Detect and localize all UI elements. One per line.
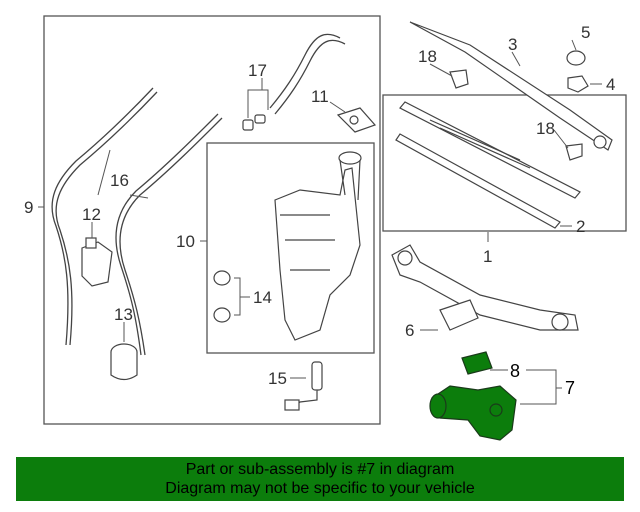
wiper-motor-7 <box>429 351 517 441</box>
callout-6: 6 <box>405 321 414 340</box>
callout-5: 5 <box>581 23 590 42</box>
callout-15: 15 <box>268 369 287 388</box>
callout-1: 1 <box>483 247 492 266</box>
callout-17: 17 <box>248 61 267 80</box>
callout-9: 9 <box>24 198 33 217</box>
washer-reservoir <box>274 151 362 341</box>
washer-group-frame <box>43 15 381 425</box>
wiper-arm-3 <box>409 21 613 151</box>
callout-3: 3 <box>508 35 517 54</box>
callout-12: 12 <box>82 205 101 224</box>
grommet-14 <box>213 270 231 323</box>
callout-14: 14 <box>253 288 272 307</box>
banner-line-2: Diagram may not be specific to your vehi… <box>165 480 475 497</box>
callout-18-right: 18 <box>536 119 555 138</box>
callout-18-top: 18 <box>418 47 437 66</box>
nut-4 <box>567 75 589 93</box>
callout-8: 8 <box>510 361 520 381</box>
callout-7: 7 <box>565 378 575 398</box>
callout-4: 4 <box>606 75 615 94</box>
washer-pump-13 <box>110 343 138 381</box>
washer-hose <box>51 87 223 356</box>
callout-2: 2 <box>576 217 585 236</box>
washer-pump-12 <box>81 237 113 287</box>
reservoir-group-frame <box>206 142 375 354</box>
clip-18b <box>565 143 583 161</box>
motor-cover-8 <box>461 351 493 375</box>
washer-nozzle-11 <box>336 107 377 133</box>
washer-tube-17 <box>269 33 346 115</box>
wiper-linkage-6 <box>391 244 579 331</box>
part-info-banner: Part or sub-assembly is #7 in diagram Di… <box>16 457 624 501</box>
banner-line-1: Part or sub-assembly is #7 in diagram <box>185 461 455 478</box>
connector-17 <box>242 114 266 131</box>
callout-16: 16 <box>110 171 129 190</box>
cap-5 <box>566 50 586 66</box>
clip-18a <box>449 69 469 89</box>
level-sensor-15 <box>284 361 323 411</box>
blade-group-frame <box>382 94 627 232</box>
callout-10: 10 <box>176 232 195 251</box>
leader-lines <box>38 39 602 405</box>
callout-13: 13 <box>114 305 133 324</box>
callout-11: 11 <box>311 87 329 106</box>
wiper-blade <box>395 101 581 229</box>
